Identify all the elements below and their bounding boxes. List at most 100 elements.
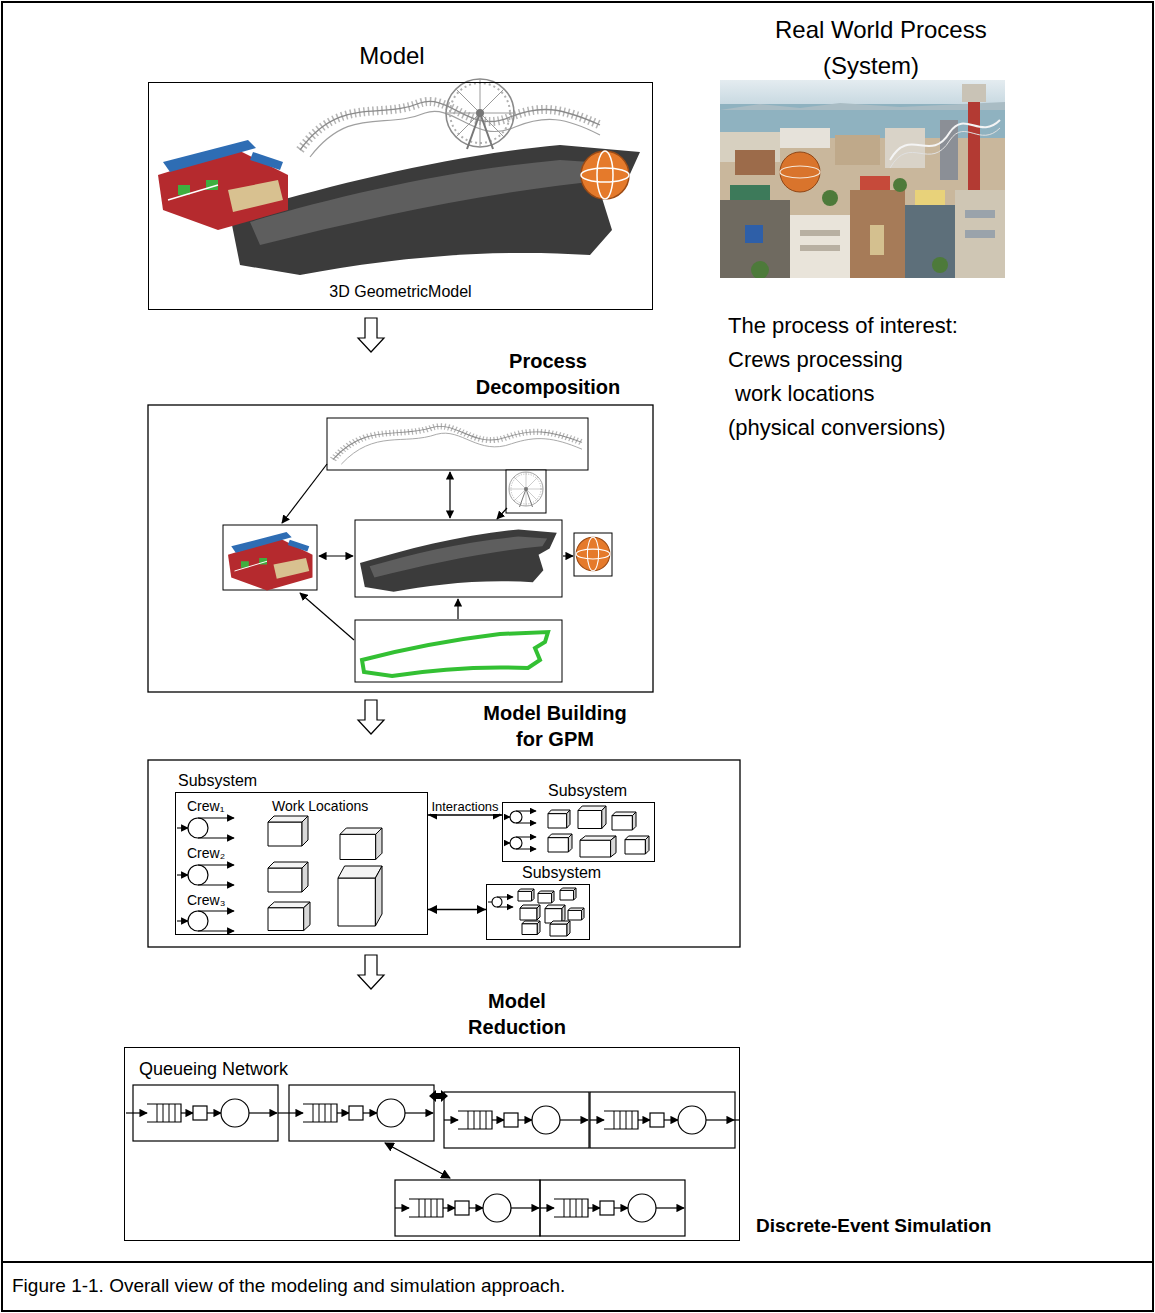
theme-park-photo-part: [932, 257, 948, 273]
subsystem-box: Subsystem: [486, 884, 590, 940]
description-line: Crews processing: [728, 347, 903, 372]
description-line-holder: Crews processing: [728, 346, 903, 375]
theme-park-photo-part: [890, 128, 1000, 168]
subsystem-title-holder: Subsystem: [522, 863, 601, 884]
decomposition-panel-part: [148, 405, 653, 692]
crew-symbol-part: [510, 837, 522, 849]
geometric-model-render-part: [158, 140, 288, 230]
decomposition-panel-part: [300, 593, 354, 640]
queue-station-part: [385, 1143, 450, 1178]
arrow-head: [477, 905, 486, 914]
crew-label-holder: Crew₃: [187, 891, 225, 909]
crew-symbol-part: [497, 907, 513, 908]
crew-symbol-part: [492, 897, 502, 907]
theme-park-photo-part: [780, 128, 830, 148]
figure-frame-part: [2, 1261, 1153, 1263]
work-location-cube-part: [580, 836, 616, 857]
theme-park-photo-part: [780, 152, 820, 192]
work-location-cube-part: [548, 810, 570, 828]
crew-symbol-part: [198, 864, 234, 865]
column-subheading: (System): [823, 52, 919, 79]
queue-station-part: [590, 1092, 735, 1148]
work-location-cube-part: [568, 908, 584, 920]
work-location-cube: [268, 806, 649, 936]
queue-station-part: [133, 1085, 278, 1141]
decomposition-panel-part: [327, 418, 588, 470]
work-location-cube-part: [522, 921, 540, 935]
crew-symbol-part: [516, 823, 536, 824]
subsystem-box: Subsystem: [502, 802, 655, 862]
arrow-head: [428, 905, 437, 914]
work-location-cube-part: [518, 889, 534, 901]
queue-station-part: [126, 1112, 133, 1113]
subsystem-panel-part: [148, 760, 740, 947]
theme-park-photo-part: [965, 210, 995, 218]
subsystem-title: Subsystem: [548, 782, 627, 799]
model-caption: 3D GeometricModel: [329, 283, 471, 300]
theme-park-photo-part: [835, 135, 880, 165]
step-label-holder: Model Reduction: [462, 988, 572, 1040]
crew-symbol-part: [177, 827, 188, 828]
crew-symbol-part: [177, 920, 188, 921]
crew-symbol-part: [198, 884, 234, 885]
column-subheading-holder: (System): [823, 50, 919, 81]
decomposition-panel-part: [355, 520, 562, 597]
theme-park-photo-part: [870, 225, 884, 255]
step-label: Discrete-Event Simulation: [756, 1215, 991, 1236]
work-location-cube-part: [268, 862, 308, 892]
decomposition-panel-part: [228, 532, 313, 591]
decomposition-panel-part: [355, 620, 562, 682]
decomposition-panel: [148, 405, 653, 692]
theme-park-photo-part: [790, 215, 850, 278]
crew-symbol-part: [198, 837, 234, 838]
work-location-cube-part: [268, 902, 310, 931]
decomposition-panel-part: [509, 472, 543, 507]
crew-symbol-part: [504, 817, 510, 818]
work-location-cube-part: [560, 888, 576, 900]
crew-symbol-part: [188, 865, 208, 885]
theme-park-photo-part: [751, 261, 769, 278]
crew-symbol-part: [188, 818, 208, 838]
description-line: The process of interest:: [728, 313, 958, 338]
theme-park-photo-part: [720, 102, 1005, 110]
crew-symbol-part: [516, 811, 536, 812]
queueing-network-box: Queueing Network: [124, 1047, 740, 1241]
description-line: (physical conversions): [728, 415, 946, 440]
crew-symbol-part: [198, 910, 234, 911]
decomposition-panel-part: [497, 508, 507, 519]
decomposition-panel-part: [506, 470, 546, 513]
theme-park-photo-part: [780, 166, 820, 178]
crew-symbol-part: [198, 930, 234, 931]
theme-park-photo-part: [800, 245, 840, 251]
work-location-cube-part: [340, 828, 382, 860]
crew-symbol-part: [504, 843, 510, 844]
crew-label-holder: Crew₂: [187, 844, 225, 862]
figure-caption: Figure 1-1. Overall view of the modeling…: [12, 1275, 565, 1296]
work-location-cube-part: [548, 834, 572, 852]
flow-arrow-part: [358, 955, 384, 989]
step-label: Process Decomposition: [476, 350, 620, 398]
subsystem-panel: [148, 760, 740, 947]
geometric-model-render-part: [230, 145, 640, 275]
decomposition-panel-part: [360, 529, 557, 591]
theme-park-photo-part: [860, 176, 890, 190]
crew-symbol-part: [198, 817, 234, 818]
work-location-cube-part: [612, 812, 636, 830]
work-location-cube-part: [545, 905, 565, 923]
work-location-cube-part: [550, 921, 570, 936]
decomposition-panel-part: [223, 525, 317, 590]
work-location-cube-part: [338, 866, 382, 926]
queue-station-part: [289, 1085, 434, 1141]
flow-arrow-part: [358, 700, 384, 734]
crew-symbol-part: [516, 849, 536, 850]
decomposition-panel-part: [362, 632, 548, 676]
theme-park-photo-part: [850, 190, 905, 278]
theme-park-photo-part: [720, 200, 790, 278]
theme-park-photo-part: [885, 128, 925, 168]
theme-park-photo: [720, 80, 1005, 278]
decomposition-panel-part: [576, 537, 610, 571]
work-location-cube-part: [538, 891, 554, 903]
